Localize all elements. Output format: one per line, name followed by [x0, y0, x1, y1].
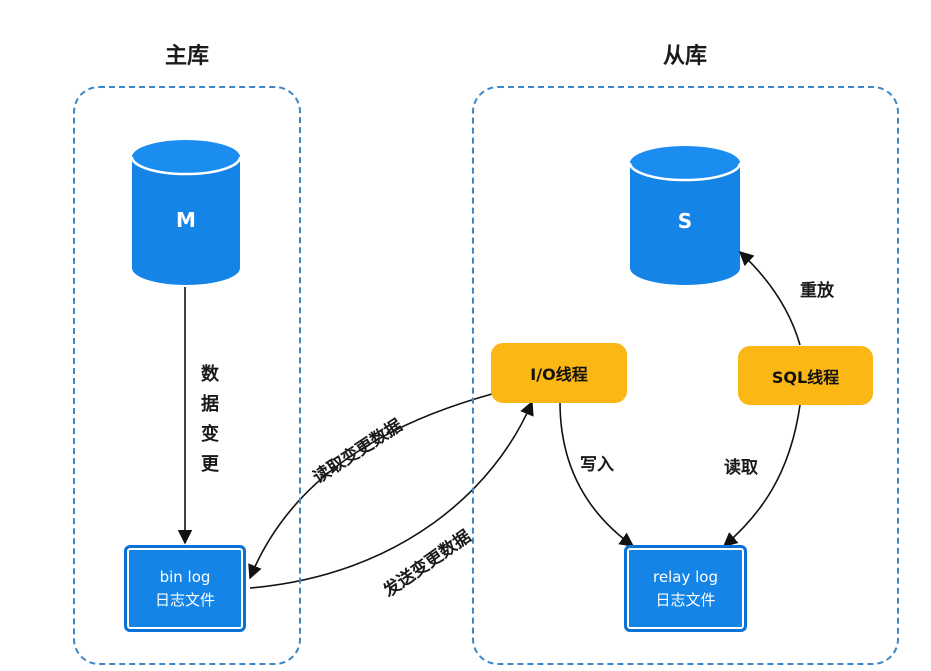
slave-group: [472, 86, 899, 665]
io-thread: I/O线程: [491, 343, 627, 403]
master-group: [73, 86, 301, 665]
relaylog-subtitle: 日志文件: [655, 590, 716, 609]
slave-database-icon: [628, 146, 742, 285]
read-changes-arrow: [248, 393, 493, 580]
data-change-label: 数据变更: [201, 364, 219, 475]
write-label: 写入: [580, 455, 614, 475]
master-database-icon: [130, 140, 242, 285]
slave-db-label: S: [677, 209, 693, 233]
write-arrow: [559, 401, 635, 547]
master-db-label: M: [176, 208, 196, 232]
relaylog-title: relay log: [653, 567, 718, 586]
binlog-file: bin log 日志文件: [124, 545, 246, 632]
binlog-subtitle: 日志文件: [154, 590, 215, 609]
binlog-title: bin log: [159, 567, 211, 586]
send-changes-arrow: [249, 400, 534, 589]
slave-title: 从库: [662, 44, 708, 69]
read-arrow: [722, 404, 801, 547]
master-title: 主库: [164, 44, 210, 69]
sql-thread: SQL线程: [738, 346, 873, 405]
replay-label: 重放: [800, 281, 834, 301]
read-label: 读取: [724, 458, 758, 478]
relaylog-file: relay log 日志文件: [624, 545, 747, 632]
replay-arrow: [738, 251, 801, 346]
